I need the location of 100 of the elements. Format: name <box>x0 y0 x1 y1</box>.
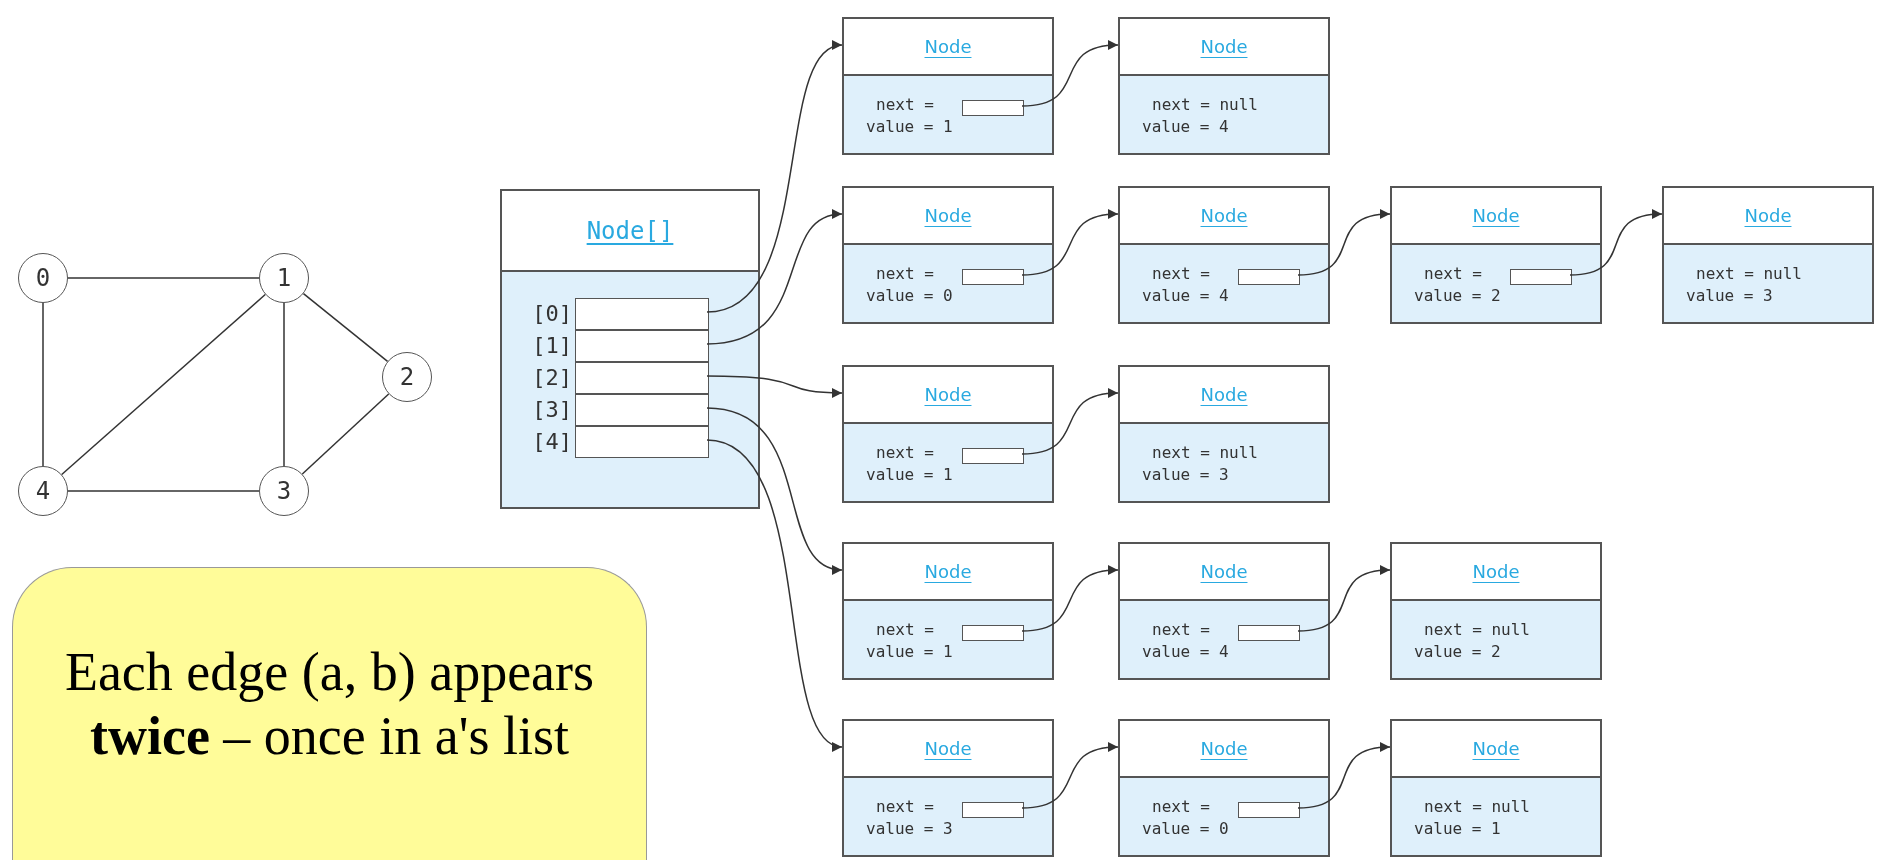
index-label: [2] <box>532 364 573 392</box>
node-box <box>1118 17 1330 155</box>
node-box <box>842 186 1054 324</box>
graph-edge <box>61 293 266 476</box>
pointer-arrow <box>1021 209 1119 276</box>
field-text: next = <box>876 94 935 116</box>
node-box <box>842 719 1054 857</box>
field-text: next = null <box>1424 619 1530 641</box>
array-cell <box>575 362 709 394</box>
node-box <box>1118 542 1330 680</box>
graph-edge <box>301 393 390 475</box>
pointer-field <box>1238 802 1300 818</box>
field-text: value = 1 <box>866 641 953 663</box>
field-text: next = <box>1152 263 1211 285</box>
node-box <box>1662 186 1874 324</box>
pointer-arrow <box>1297 209 1391 276</box>
index-label: [1] <box>532 332 573 360</box>
type-label: Node <box>924 383 972 407</box>
pointer-field <box>962 625 1024 641</box>
type-label: Node <box>1472 204 1520 228</box>
pointer-arrow <box>706 43 843 313</box>
type-label: Node <box>1200 560 1248 584</box>
vertex-label: 4 <box>35 476 51 507</box>
vertex-label: 1 <box>276 263 292 294</box>
pointer-field <box>1510 269 1572 285</box>
node-box <box>1390 542 1602 680</box>
index-label: [4] <box>532 428 573 456</box>
field-text: value = 1 <box>1414 818 1502 840</box>
node-box <box>842 542 1054 680</box>
array-cell <box>575 394 709 426</box>
type-label: Node <box>924 560 972 584</box>
field-text: value = 2 <box>1414 641 1502 663</box>
node-box <box>1390 719 1602 857</box>
vertex-label: 2 <box>399 362 415 393</box>
graph-edge <box>283 302 285 467</box>
array-cell <box>575 330 709 362</box>
pointer-arrow <box>1021 742 1119 809</box>
field-text: next = null <box>1696 263 1802 285</box>
graph-edge <box>67 490 260 492</box>
pointer-arrow <box>1569 209 1663 276</box>
array-cell <box>575 298 709 330</box>
type-label: Node <box>1200 204 1248 228</box>
pointer-arrow <box>706 375 843 398</box>
index-label: [0] <box>532 300 573 328</box>
field-text: next = <box>1152 619 1211 641</box>
field-text: next = <box>1152 796 1211 818</box>
field-text: value = 2 <box>1414 285 1501 307</box>
type-label: Node <box>1200 35 1248 59</box>
field-text: value = 1 <box>866 116 953 138</box>
field-text: next = null <box>1152 94 1258 116</box>
node-box <box>1118 365 1330 503</box>
node-box <box>1390 186 1602 324</box>
field-text: value = 3 <box>866 818 953 840</box>
field-text: next = <box>876 442 935 464</box>
node-box <box>1118 186 1330 324</box>
field-text: next = <box>876 619 935 641</box>
type-label: Node <box>924 737 972 761</box>
field-text: value = 0 <box>866 285 953 307</box>
type-label: Node <box>1472 737 1520 761</box>
node-box <box>842 17 1054 155</box>
pointer-arrow <box>1021 388 1119 455</box>
note-text: Each edge (a, b) appears twice – once in a's list <box>63 641 596 768</box>
pointer-field <box>962 802 1024 818</box>
field-text: next = <box>876 263 935 285</box>
pointer-arrow <box>1297 742 1391 809</box>
field-text: value = 4 <box>1142 285 1229 307</box>
pointer-field <box>962 269 1024 285</box>
type-label: Node <box>1472 560 1520 584</box>
type-label: Node <box>924 204 972 228</box>
type-label: Node[] <box>586 215 674 247</box>
type-label: Node <box>1200 737 1248 761</box>
field-text: next = <box>1424 263 1483 285</box>
pointer-field <box>1238 269 1300 285</box>
pointer-arrow <box>706 210 843 345</box>
type-label: Node <box>1200 383 1248 407</box>
field-text: next = null <box>1424 796 1530 818</box>
pointer-field <box>1238 625 1300 641</box>
pointer-arrow <box>1297 565 1391 632</box>
field-text: value = 4 <box>1142 116 1230 138</box>
field-text: value = 3 <box>1686 285 1774 307</box>
graph-edge <box>42 302 44 467</box>
note-card <box>12 567 647 860</box>
vertex-label: 0 <box>35 263 51 294</box>
vertex-label: 3 <box>276 476 292 507</box>
graph-edge <box>67 277 260 279</box>
field-text: next = <box>876 796 935 818</box>
type-label: Node <box>1744 204 1792 228</box>
field-text: value = 0 <box>1142 818 1229 840</box>
graph-edge <box>302 292 389 363</box>
pointer-arrow <box>1021 565 1119 632</box>
pointer-field <box>962 100 1024 116</box>
field-text: value = 4 <box>1142 641 1229 663</box>
array-cell <box>575 426 709 458</box>
node-box <box>1118 719 1330 857</box>
node-box <box>842 365 1054 503</box>
type-label: Node <box>924 35 972 59</box>
field-text: value = 1 <box>866 464 953 486</box>
array-box <box>500 189 760 509</box>
pointer-arrow <box>1021 40 1119 107</box>
pointer-field <box>962 448 1024 464</box>
